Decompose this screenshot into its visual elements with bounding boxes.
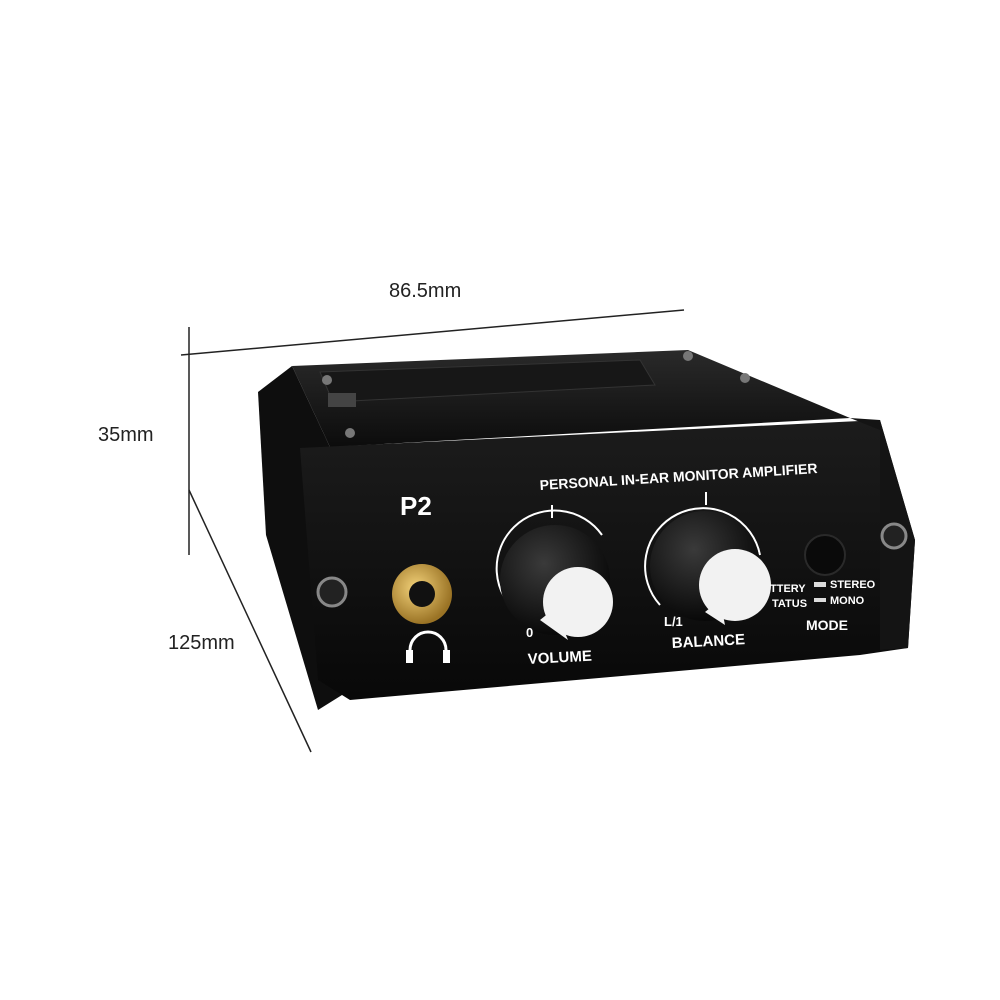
top-screw-front bbox=[345, 428, 355, 438]
depth-dimension-line bbox=[188, 489, 312, 753]
balance-label: BALANCE bbox=[671, 631, 745, 652]
balance-scale-arc bbox=[644, 507, 761, 606]
headphone-jack-socket bbox=[409, 581, 435, 607]
battery-compartment bbox=[319, 359, 656, 403]
mode-stereo-label: STEREO bbox=[830, 579, 876, 591]
mode-button[interactable] bbox=[804, 534, 846, 576]
width-dimension-line bbox=[180, 309, 685, 356]
amplifier-device: PERSONAL IN-EAR MONITOR AMPLIFIER P2 0 V… bbox=[258, 350, 915, 710]
top-screw-left bbox=[322, 375, 332, 385]
volume-label: VOLUME bbox=[527, 648, 592, 668]
mode-label: MODE bbox=[806, 617, 848, 633]
headphones-icon bbox=[406, 630, 450, 663]
volume-knob-pointer bbox=[540, 608, 568, 640]
height-dimension-label: 35mm bbox=[98, 424, 154, 446]
top-screw-right bbox=[740, 373, 750, 383]
mode-mono-label: MONO bbox=[830, 595, 865, 607]
battery-label-line1: TTERY bbox=[770, 583, 806, 595]
volume-knob[interactable] bbox=[495, 505, 613, 640]
balance-knob[interactable] bbox=[644, 492, 771, 625]
battery-latch bbox=[328, 393, 356, 407]
right-side-screw bbox=[880, 522, 908, 550]
dimension-lines bbox=[180, 309, 685, 753]
model-label: P2 bbox=[400, 491, 432, 521]
battery-label-line2: TATUS bbox=[772, 598, 807, 610]
left-side-screw bbox=[316, 576, 348, 608]
depth-dimension-label: 125mm bbox=[168, 632, 235, 654]
volume-knob-cap bbox=[543, 567, 613, 637]
balance-knob-pointer bbox=[705, 600, 725, 625]
top-screw-back bbox=[683, 351, 693, 361]
width-dimension-label: 86.5mm bbox=[389, 280, 462, 302]
balance-left-label: L/1 bbox=[664, 614, 683, 629]
front-panel bbox=[300, 420, 915, 700]
stereo-indicator-icon bbox=[814, 582, 826, 587]
mono-indicator-icon bbox=[814, 598, 826, 602]
volume-min-label: 0 bbox=[526, 625, 533, 640]
